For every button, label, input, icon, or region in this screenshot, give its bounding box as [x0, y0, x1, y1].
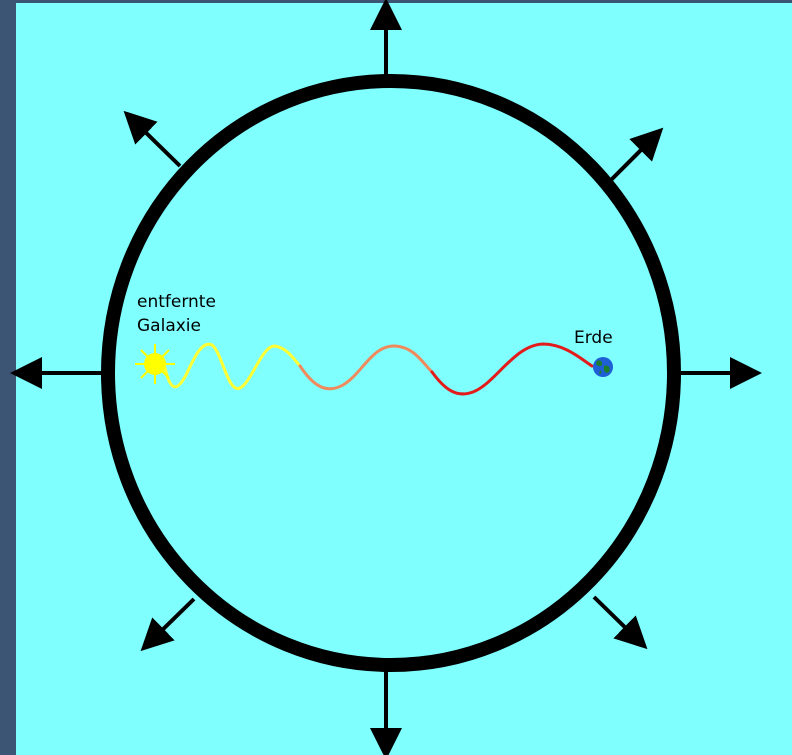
wave-segment-yellow: [163, 342, 302, 390]
light-wave: [163, 342, 594, 396]
arrow-down-right: [592, 595, 648, 650]
arrow-up-left: [123, 110, 182, 168]
earth-globe-icon: [593, 357, 613, 377]
sun-star-icon: [135, 344, 175, 384]
wave-segment-red: [430, 342, 594, 396]
universe-circle: [101, 74, 681, 672]
arrow-up-right: [606, 127, 664, 185]
arrow-down-left: [140, 597, 196, 652]
expansion-arrows: [10, 0, 762, 755]
galaxy-label-line2: Galaxie: [137, 316, 201, 336]
earth-label: Erde: [574, 328, 613, 348]
wave-segment-orange: [298, 344, 434, 391]
galaxy-label-line1: entfernte: [137, 292, 216, 312]
